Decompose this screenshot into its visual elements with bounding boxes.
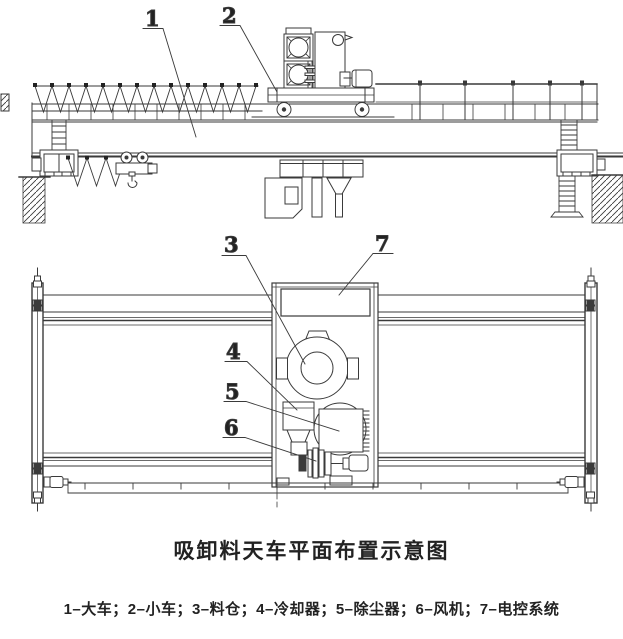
end-carriage-right — [556, 267, 598, 512]
rail-support-right — [591, 174, 623, 224]
festoon-cable-top — [33, 83, 259, 114]
ladder-right-lower — [550, 175, 584, 218]
leader-3 — [221, 255, 306, 365]
travel-motor-right — [556, 476, 585, 488]
callout-1: 1 — [145, 6, 160, 31]
end-truck-right — [556, 149, 606, 177]
hoist — [115, 151, 158, 188]
fan-plan — [276, 447, 369, 486]
callouts-elevation: 1 2 — [142, 3, 278, 138]
leader-2 — [219, 25, 278, 93]
festoon-cable-bottom — [66, 155, 126, 188]
end-truck-left — [31, 149, 79, 177]
tank-nozzle — [344, 34, 354, 41]
hopper-plan — [276, 330, 359, 400]
callout-3: 3 — [224, 232, 239, 257]
legend-item: 7–电控系统 — [479, 601, 560, 618]
legend-item: 5–除尘器； — [335, 601, 416, 618]
legend-item: 1–大车； — [63, 601, 128, 618]
cooler-plan — [282, 401, 315, 456]
crane-drawing: 1 2 — [0, 3, 623, 512]
legend-line: 1–大车；2–小车；3–料仓；4–冷却器；5–除尘器；6–风机；7–电控系统 — [0, 598, 623, 619]
handrail — [375, 80, 598, 121]
callout-7: 7 — [375, 231, 390, 256]
callout-6: 6 — [224, 415, 239, 440]
cooler-fan-stack — [283, 27, 314, 89]
bridge-walkway — [32, 103, 599, 121]
left-wall-stub — [0, 93, 10, 112]
discharge-funnel — [326, 177, 352, 195]
callout-5: 5 — [225, 379, 240, 404]
plan-view: 3 4 5 6 7 — [31, 231, 598, 512]
elevation-view: 1 2 — [0, 3, 623, 224]
walkway-strip — [67, 482, 569, 494]
discharge-assembly — [264, 159, 364, 219]
legend-item: 4–冷却器； — [256, 601, 336, 618]
leader-6 — [222, 437, 317, 462]
callouts-plan: 3 4 5 6 7 — [221, 231, 394, 462]
hook-icon — [127, 180, 138, 188]
electric-control-box — [280, 288, 371, 317]
trolley-plan — [271, 282, 379, 508]
fan-motor — [339, 69, 373, 88]
travel-motor-left — [43, 476, 72, 488]
ladder-right-upper — [560, 120, 578, 151]
leader-7 — [338, 253, 394, 296]
trolley-elevation — [251, 27, 395, 118]
end-carriage-left — [31, 267, 72, 512]
fan-motor-plan — [348, 454, 369, 472]
callout-4: 4 — [226, 339, 241, 364]
leader-1 — [142, 28, 197, 138]
rail-support-left — [18, 176, 51, 224]
legend-item: 2–小车； — [127, 601, 192, 618]
dust-remover-plan — [313, 402, 370, 456]
leader-4 — [224, 361, 298, 411]
legend-item: 6–风机； — [415, 601, 480, 618]
leader-5 — [223, 401, 340, 432]
drawing-title: 吸卸料天车平面布置示意图 — [173, 540, 450, 563]
callout-2: 2 — [222, 3, 237, 28]
bridge-girder — [31, 102, 623, 161]
legend-item: 3–料仓； — [191, 601, 257, 618]
